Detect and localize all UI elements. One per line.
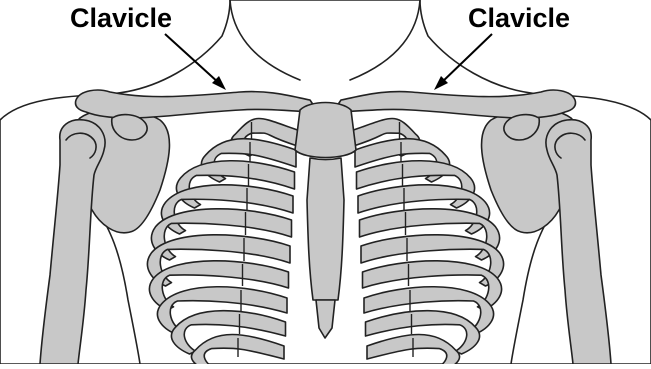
- neck-right-line: [350, 0, 420, 80]
- xiphoid-process: [316, 300, 335, 338]
- clavicle-left: [75, 90, 318, 118]
- manubrium: [295, 103, 356, 158]
- clavicle-label-left: Clavicle: [70, 0, 172, 36]
- neck-left-line: [230, 0, 300, 80]
- clavicle-right-pointer: [434, 34, 492, 90]
- clavicle-right: [333, 90, 576, 118]
- humerus-right: [546, 120, 611, 364]
- clavicle-label-right: Clavicle: [468, 0, 570, 36]
- humerus-left: [40, 120, 105, 364]
- sternum-body: [307, 158, 344, 300]
